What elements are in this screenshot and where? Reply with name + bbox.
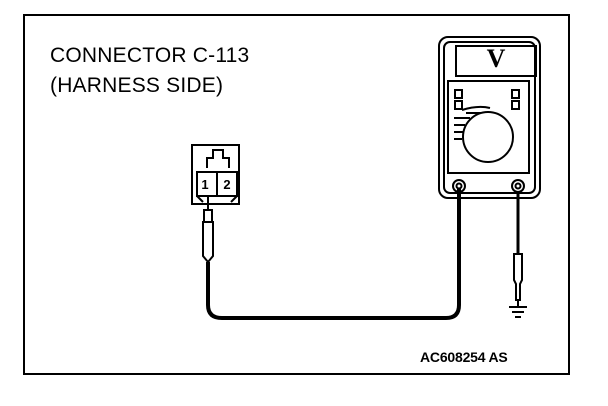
connector-subtitle: (HARNESS SIDE) bbox=[50, 74, 224, 97]
figure-border bbox=[23, 14, 570, 375]
connector-c113 bbox=[191, 144, 240, 205]
voltmeter-symbol: V bbox=[486, 44, 506, 73]
ground-icon bbox=[509, 306, 527, 318]
voltmeter bbox=[438, 36, 541, 199]
test-probe-red bbox=[202, 196, 214, 264]
figure-id: AC608254 AS bbox=[420, 349, 508, 365]
connector-pin-2-label: 2 bbox=[223, 177, 231, 192]
connector-title: CONNECTOR C-113 bbox=[50, 44, 250, 67]
test-lead-ground bbox=[513, 192, 523, 306]
test-lead-positive bbox=[206, 188, 461, 320]
connector-pin-1-label: 1 bbox=[201, 177, 209, 192]
